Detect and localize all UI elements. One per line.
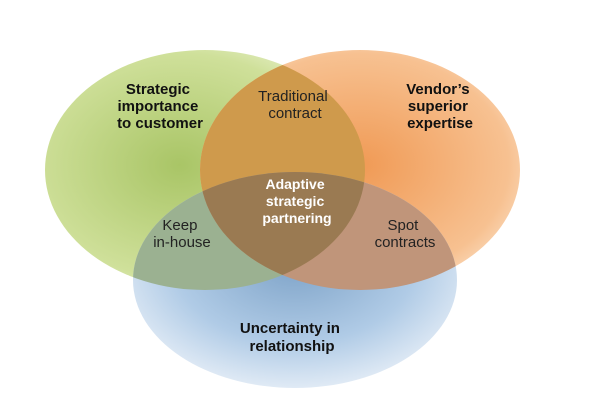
label-traditional-contract: Traditional contract [258,88,332,122]
label-keep-in-house: Keep in-house [153,217,211,251]
label-uncertainty: Uncertainty in relationship [240,320,344,355]
label-spot-contracts: Spot contracts [375,217,436,251]
label-strategic-importance: Strategic importance to customer [117,81,203,132]
label-vendor-expertise: Vendor’s superior expertise [406,81,474,132]
label-adaptive-partnering: Adaptive strategic partnering [262,176,331,226]
